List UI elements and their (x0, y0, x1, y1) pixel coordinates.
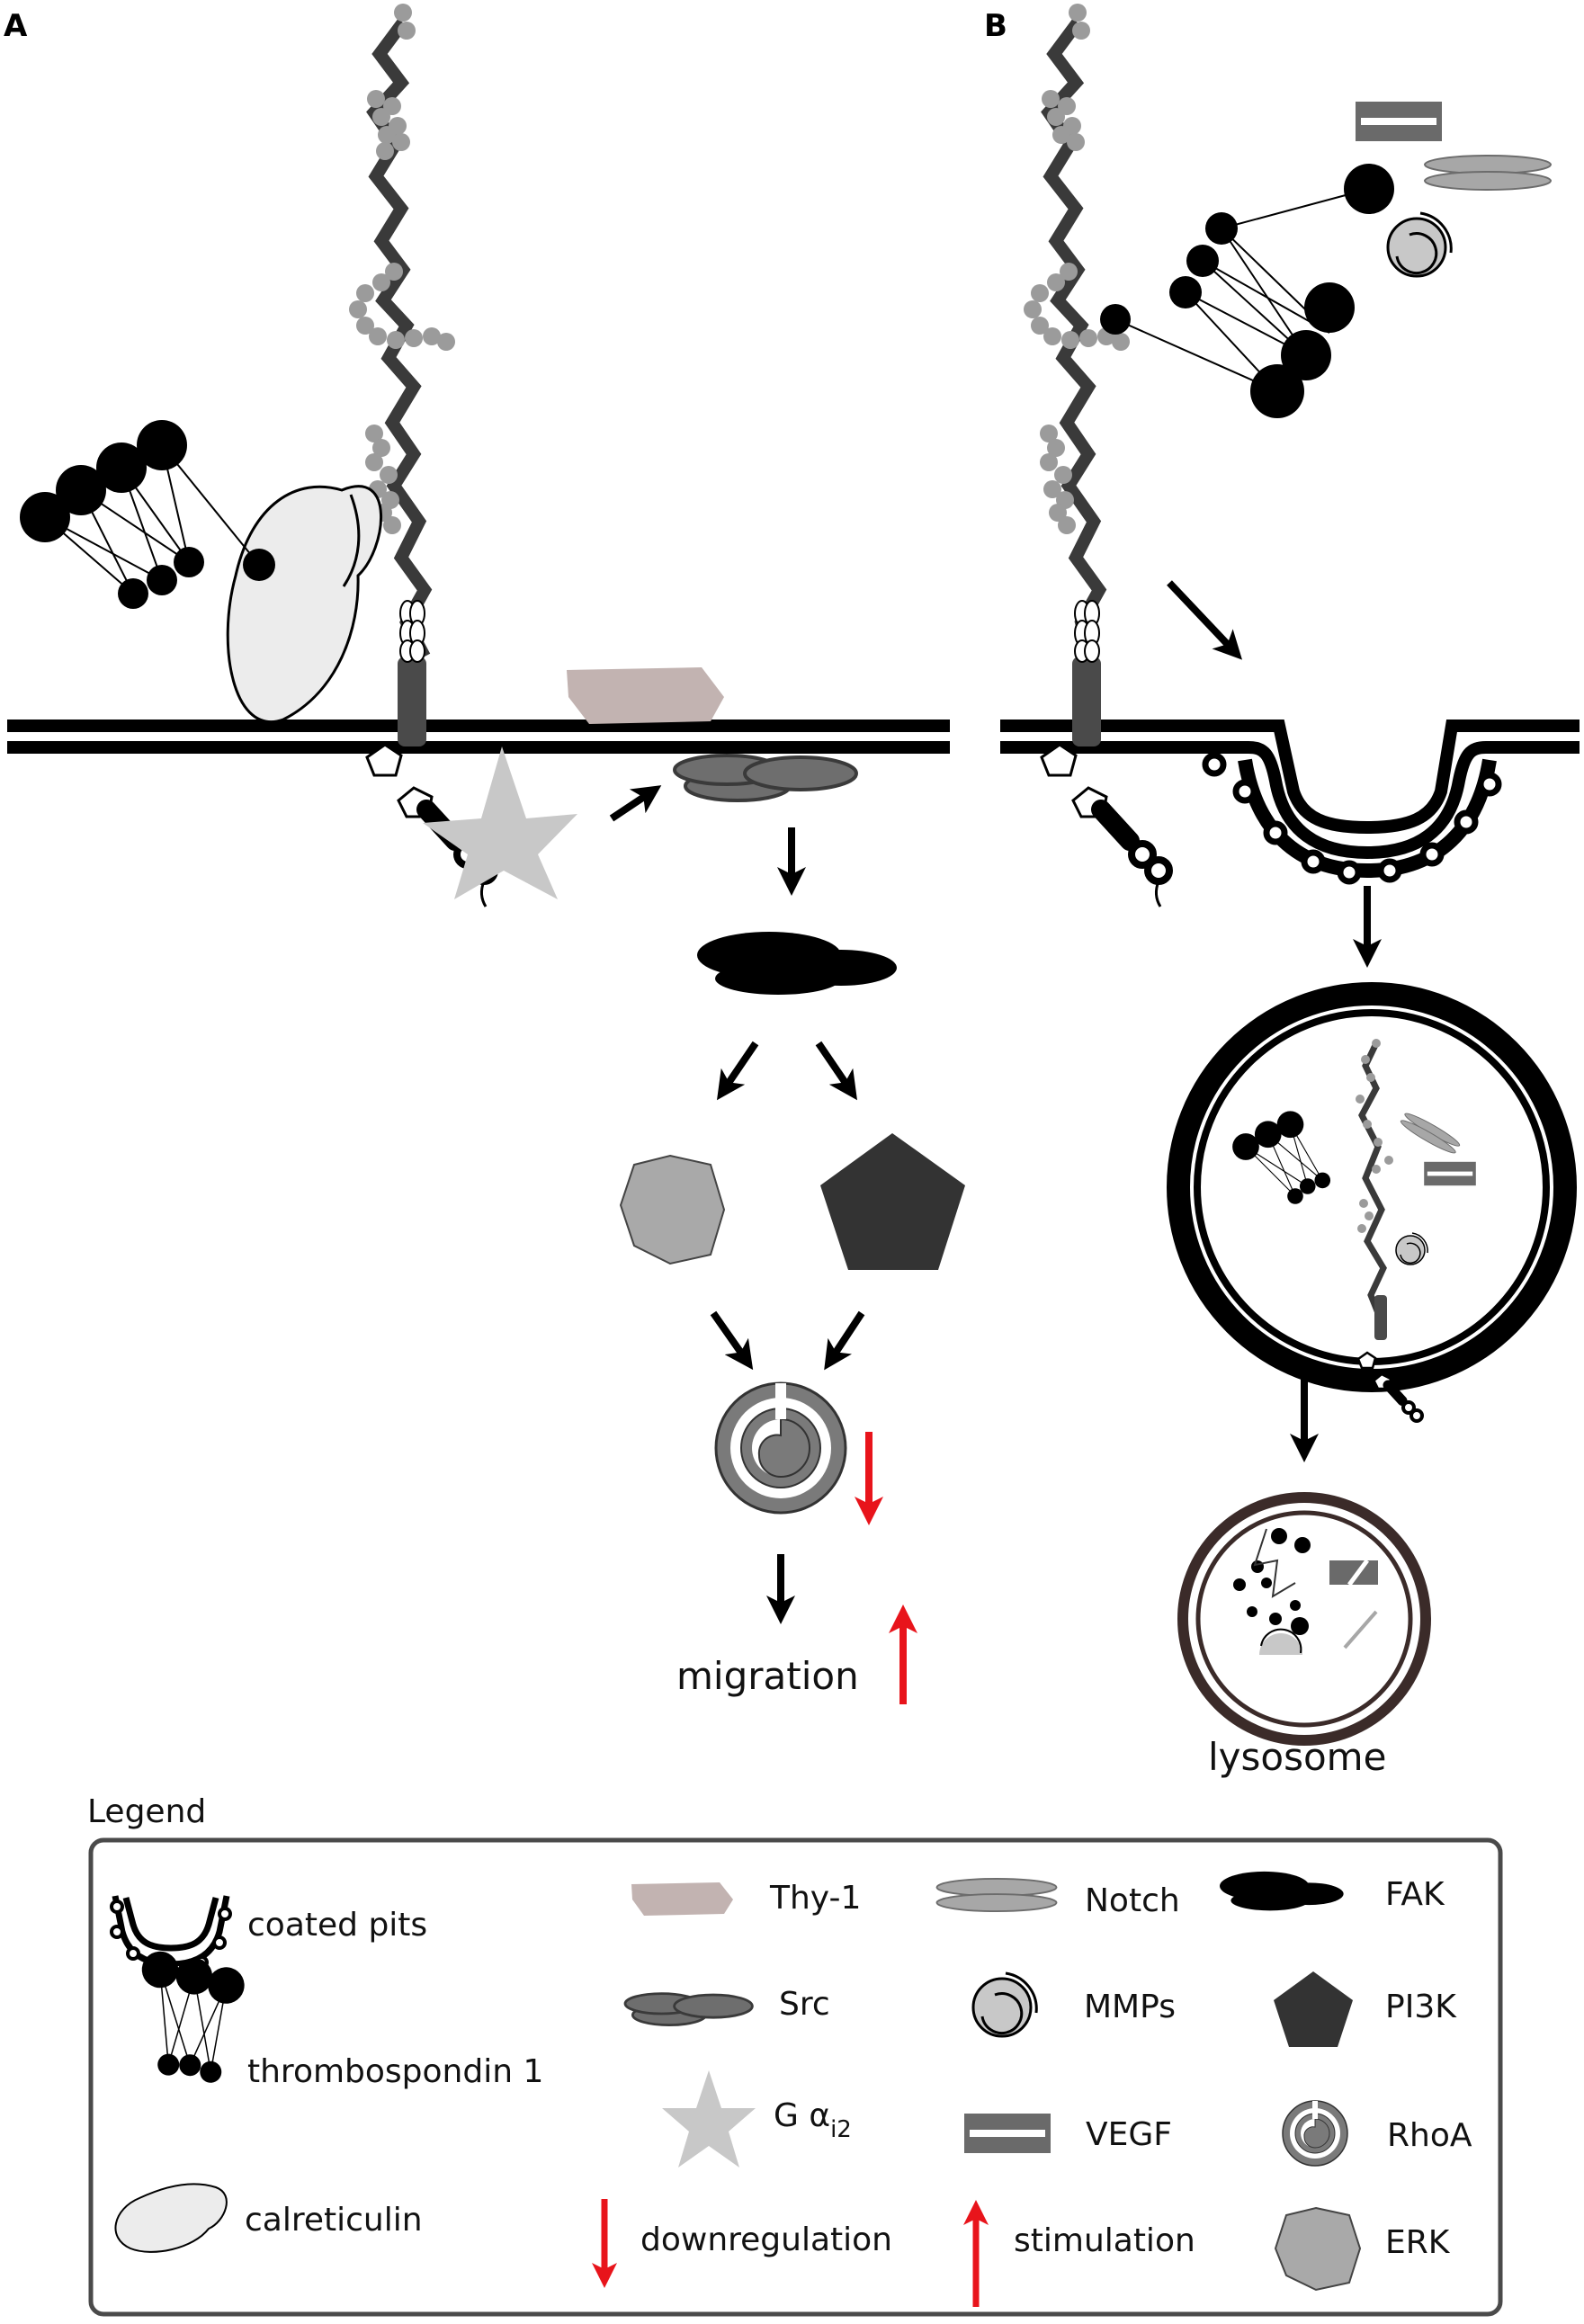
arrow-erk-to-rhoa (710, 1310, 754, 1371)
legend-box (88, 1837, 1503, 2317)
arrow-pi3k-to-rhoa (824, 1310, 865, 1371)
legend-calreticulin-icon (114, 2183, 228, 2253)
arrow-galpha-to-src (609, 785, 662, 822)
legend-calreticulin-label: calreticulin (245, 2202, 423, 2239)
legend-stimulation-label: stimulation (1014, 2222, 1195, 2259)
legend-fak-icon (1220, 1871, 1344, 1911)
legend-coated-pits-label: coated pits (247, 1907, 427, 1944)
thy1-a (567, 667, 724, 724)
rhoa-a (714, 1381, 847, 1515)
receptor-chain-a (349, 4, 455, 660)
legend-fak-label: FAK (1385, 1876, 1445, 1913)
notch-b (1424, 155, 1552, 191)
legend-galpha-label: G αi2 (774, 2097, 852, 2143)
legend-galpha-main: G α (774, 2097, 830, 2134)
legend-thrombospondin-label: thrombospondin 1 (247, 2053, 543, 2090)
fak-a (697, 932, 897, 995)
pi3k-a (820, 1133, 965, 1270)
erk-a (619, 1154, 726, 1265)
src-a (673, 754, 858, 802)
migration-label: migration (676, 1654, 859, 1698)
legend-notch-icon (935, 1877, 1058, 1913)
legend-title: Legend (87, 1793, 206, 1830)
endosome (1167, 982, 1577, 1423)
lysosome (1177, 1492, 1431, 1746)
panel-label-b: B (984, 8, 1007, 44)
legend-notch-label: Notch (1085, 1882, 1180, 1919)
legend-galpha-sub: i2 (830, 2116, 852, 2143)
legend-downregulation-label: downregulation (640, 2221, 892, 2258)
legend-rhoa-icon (1282, 2100, 1348, 2167)
panel-label-a: A (4, 8, 28, 44)
coated-pit-b (1202, 752, 1502, 885)
legend-vegf-label: VEGF (1086, 2116, 1172, 2153)
receptor-beads-a (349, 4, 455, 534)
legend-pi3k-label: PI3K (1385, 1989, 1457, 2025)
legend-mmps-label: MMPs (1084, 1989, 1176, 2025)
legend-rhoa-label: RhoA (1387, 2117, 1472, 2154)
mmp-b (1386, 211, 1453, 278)
receptor-chain-b (1024, 4, 1130, 658)
calreticulin (226, 485, 383, 723)
arrow-fak-to-pi3k (815, 1041, 857, 1101)
panel-b: lysosome (1000, 4, 1580, 1779)
legend-thy1-icon (631, 1882, 733, 1916)
vegf-b (1356, 102, 1442, 141)
legend-galpha-icon (662, 2070, 756, 2168)
legend-erk-label: ERK (1385, 2224, 1451, 2261)
legend-thy1-label: Thy-1 (769, 1880, 861, 1917)
plasma-membrane-b (1000, 720, 1580, 860)
legend-mmps-icon (971, 1971, 1038, 2038)
legend-vegf-icon (964, 2114, 1051, 2153)
arrow-to-coated-pit (1167, 580, 1242, 660)
galpha-star-a (423, 746, 577, 899)
legend-src-label: Src (779, 1986, 830, 2023)
lysosome-label: lysosome (1208, 1735, 1386, 1779)
legend-erk-icon (1274, 2206, 1362, 2292)
plasma-membrane-a (7, 720, 950, 754)
panel-a: migration (7, 4, 965, 1704)
thrombospondin-b (1100, 164, 1394, 418)
arrow-fak-to-erk (717, 1041, 759, 1101)
legend-pi3k-icon (1274, 1971, 1353, 2047)
legend-src-icon (623, 1992, 754, 2027)
thrombospondin-a (20, 420, 275, 609)
legend: Legend coated pits thrombospondin 1 calr… (87, 1793, 1503, 2317)
